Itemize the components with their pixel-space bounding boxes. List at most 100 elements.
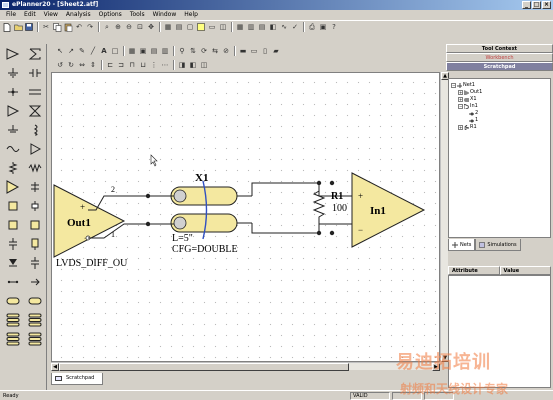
align-top-icon[interactable]: ⊓: [129, 60, 135, 69]
cap3-palette-icon[interactable]: [24, 253, 46, 272]
print-icon[interactable]: ⎙: [309, 22, 315, 31]
print-preview-icon[interactable]: ▣: [319, 23, 327, 31]
lines-palette-icon[interactable]: [24, 82, 46, 101]
grid-icon[interactable]: ▤: [175, 23, 183, 31]
highlight-icon[interactable]: [196, 22, 206, 32]
bus-palette-icon[interactable]: [24, 177, 46, 196]
mirror-icon[interactable]: ⇆: [212, 46, 218, 55]
bus-icon[interactable]: ▬: [239, 46, 247, 55]
zigzag-palette-icon[interactable]: [24, 158, 46, 177]
rotate-right-icon[interactable]: ↻: [68, 60, 74, 69]
tree-node-out1[interactable]: + Out1: [458, 89, 482, 96]
menu-window[interactable]: Window: [152, 11, 177, 18]
vertical-scrollbar[interactable]: ▲ ▼: [440, 72, 449, 362]
text-tool-icon[interactable]: A: [101, 46, 107, 55]
zoom-in-icon[interactable]: ⊕: [115, 23, 121, 31]
connector-palette-icon[interactable]: [24, 196, 46, 215]
snap-icon[interactable]: ▣: [139, 46, 147, 55]
line-tool-icon[interactable]: ╱: [90, 46, 96, 55]
pointer-icon[interactable]: ↖: [57, 46, 63, 55]
resistor-r1-symbol[interactable]: [312, 183, 326, 233]
tree-node-x1[interactable]: + X1: [458, 96, 477, 103]
schematic-canvas[interactable]: Out1 + − LVDS_DIFF_OU 2 1 X1 L=5" CFG=DO…: [51, 72, 440, 362]
tab-scratchpad[interactable]: Scratchpad: [446, 62, 553, 71]
check-icon[interactable]: ✓: [292, 23, 298, 31]
paste-icon[interactable]: [63, 22, 73, 32]
expand-icon[interactable]: +: [458, 90, 463, 95]
tile-icon[interactable]: ◫: [219, 23, 227, 31]
save-icon[interactable]: [24, 22, 34, 32]
redo-icon[interactable]: ↷: [87, 23, 93, 31]
grid-toggle-icon[interactable]: ▦: [128, 46, 136, 55]
value-column-header[interactable]: Value: [499, 266, 551, 275]
tree-node-in1[interactable]: − In1: [458, 103, 478, 110]
scroll-up-icon[interactable]: ▲: [441, 72, 449, 80]
net-tree[interactable]: − Net1 + Out1 + X1 − In1 2 1 +: [448, 78, 551, 238]
flip-icon[interactable]: ⇅: [190, 46, 196, 55]
wave-palette-icon[interactable]: [2, 139, 24, 158]
wire-icon[interactable]: ↗: [68, 46, 74, 55]
probe-icon[interactable]: ⚲: [179, 46, 185, 55]
new-file-icon[interactable]: [2, 22, 12, 32]
window-icon[interactable]: ▭: [208, 23, 216, 31]
multi1-palette-icon[interactable]: [2, 310, 24, 329]
spacing-icon[interactable]: ⋯: [161, 60, 169, 69]
menu-options[interactable]: Options: [98, 11, 122, 18]
group-icon[interactable]: ▥: [161, 46, 169, 55]
box2-palette-icon[interactable]: [2, 215, 24, 234]
buffer-palette-icon[interactable]: [2, 101, 24, 120]
ungroup-icon[interactable]: ◫: [200, 60, 208, 69]
layout-icon[interactable]: ▦: [164, 23, 172, 31]
net2-wire-a[interactable]: [88, 195, 148, 211]
tab-simulations[interactable]: Simulations: [475, 239, 521, 251]
driver-palette-icon[interactable]: [2, 44, 24, 63]
table-icon[interactable]: ▦: [236, 23, 244, 31]
receiver-in1-symbol[interactable]: [351, 172, 426, 248]
panel-icon[interactable]: ◧: [269, 23, 277, 31]
properties-grid[interactable]: [448, 275, 551, 388]
cable-x1-symbol[interactable]: [162, 180, 252, 240]
zoom-out-icon[interactable]: ⊖: [126, 23, 132, 31]
undo-icon[interactable]: ↶: [76, 23, 82, 31]
expand-icon[interactable]: +: [458, 125, 463, 130]
scroll-right-icon[interactable]: ▶: [432, 363, 440, 371]
help-icon[interactable]: ?: [332, 23, 336, 31]
probe-palette-icon[interactable]: [24, 234, 46, 253]
rotate-icon[interactable]: ⟳: [201, 46, 207, 55]
tab-tool-context[interactable]: Tool Context: [446, 44, 553, 53]
sigma-palette-icon[interactable]: [24, 44, 46, 63]
multi2-palette-icon[interactable]: [24, 310, 46, 329]
align-icon[interactable]: ▤: [150, 46, 158, 55]
inductor-palette-icon[interactable]: [24, 120, 46, 139]
close-button[interactable]: ×: [542, 1, 551, 9]
hourglass-palette-icon[interactable]: [24, 101, 46, 120]
send-back-icon[interactable]: ◧: [189, 60, 197, 69]
rectangle-tool-icon[interactable]: □: [111, 46, 119, 55]
flip-v-icon[interactable]: ⇕: [90, 60, 96, 69]
tree-node-pin2[interactable]: 2: [469, 110, 478, 117]
menu-tools[interactable]: Tools: [129, 11, 145, 18]
port-icon[interactable]: ▭: [250, 46, 258, 55]
tree-node-net1[interactable]: − Net1: [451, 82, 475, 89]
attribute-column-header[interactable]: Attribute: [448, 266, 500, 275]
tab-nets[interactable]: Nets: [448, 239, 476, 251]
ground2-palette-icon[interactable]: [2, 120, 24, 139]
maximize-button[interactable]: □: [532, 1, 541, 9]
net1-wire-a[interactable]: [88, 223, 148, 239]
pill-palette-icon[interactable]: [2, 291, 24, 310]
rotate-left-icon[interactable]: ↺: [57, 60, 63, 69]
align-bottom-icon[interactable]: ⊔: [140, 60, 146, 69]
zoom-fit-icon[interactable]: ⊡: [137, 23, 143, 31]
table3-icon[interactable]: ▤: [258, 23, 266, 31]
gate-palette-icon[interactable]: [2, 177, 24, 196]
tree-node-pin1[interactable]: 1: [469, 117, 478, 124]
pan-icon[interactable]: ✥: [148, 23, 154, 31]
line-palette-icon[interactable]: [2, 272, 24, 291]
collapse-icon[interactable]: −: [451, 83, 456, 88]
align-left-icon[interactable]: ⊏: [107, 60, 113, 69]
open-folder-icon[interactable]: [13, 22, 23, 32]
resistor-palette-icon[interactable]: [2, 158, 24, 177]
diode-palette-icon[interactable]: [2, 253, 24, 272]
table2-icon[interactable]: ▥: [247, 23, 255, 31]
bring-front-icon[interactable]: ◨: [178, 60, 186, 69]
